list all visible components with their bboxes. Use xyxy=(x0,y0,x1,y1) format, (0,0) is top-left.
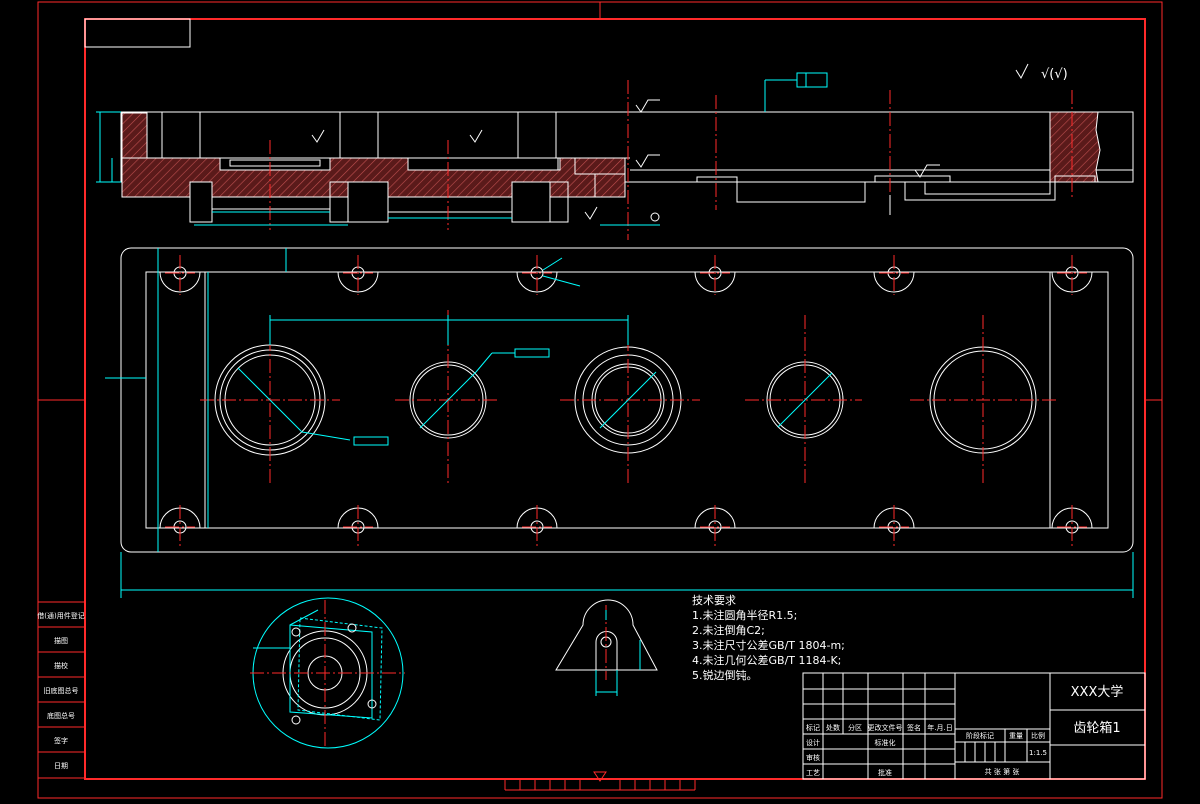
side-stamp-label: 日期 xyxy=(54,762,68,770)
sheet-info: 共 张 第 张 xyxy=(985,767,1020,776)
side-stamp-label: 描图 xyxy=(54,636,68,645)
flange-view xyxy=(250,597,405,749)
lug-detail-view xyxy=(555,599,658,696)
approve-label: 批准 xyxy=(878,768,892,777)
surface-finish-text: √(√) xyxy=(1041,67,1068,82)
drawing-number-box xyxy=(84,18,191,48)
general-surface-finish-symbol: √(√) xyxy=(1015,63,1068,82)
rev-header: 分区 xyxy=(848,723,862,732)
rev-header: 处数 xyxy=(826,723,840,732)
role-label: 审核 xyxy=(806,753,820,762)
tech-req-item: 2.未注倒角C2; xyxy=(692,623,765,637)
side-stamp-label: 底图总号 xyxy=(47,711,75,720)
scale-value: 1:1.5 xyxy=(1029,749,1047,757)
weight-label: 重量 xyxy=(1009,732,1023,740)
rev-header: 签名 xyxy=(907,723,921,732)
tech-req-item: 5.锐边倒钝。 xyxy=(692,668,758,682)
rev-header: 标记 xyxy=(806,723,820,732)
std-label: 标准化 xyxy=(875,738,896,747)
bottom-ruler xyxy=(504,771,696,791)
drawing-name: 齿轮箱1 xyxy=(1073,720,1120,736)
tech-requirements: 技术要求 1.未注圆角半径R1.5; 2.未注倒角C2; 3.未注尺寸公差GB/… xyxy=(692,594,845,682)
side-stamp-label: 签字 xyxy=(54,736,68,745)
side-stamp-label: 借(通)用件登记 xyxy=(37,611,84,620)
side-stamp: 借(通)用件登记 描图 描校 旧底图总号 底图总号 签字 日期 xyxy=(37,601,86,779)
role-label: 工艺 xyxy=(806,769,820,777)
side-stamp-label: 旧底图总号 xyxy=(44,686,79,695)
plan-view xyxy=(105,247,1134,598)
tech-req-item: 3.未注尺寸公差GB/T 1804-m; xyxy=(692,638,845,652)
side-stamp-label: 描校 xyxy=(54,661,68,670)
inner-frame xyxy=(84,18,1146,780)
school-name: XXX大学 xyxy=(1071,684,1124,700)
rev-header: 年.月.日 xyxy=(927,723,952,732)
rev-header: 更改文件号 xyxy=(868,723,903,732)
title-block: 标记 处数 分区 更改文件号 签名 年.月.日 设计 审核 工艺 标准化 批准 … xyxy=(802,672,1146,780)
tech-req-heading: 技术要求 xyxy=(692,594,736,607)
role-label: 设计 xyxy=(806,738,820,747)
section-view xyxy=(96,72,1134,240)
tech-req-item: 1.未注圆角半径R1.5; xyxy=(692,608,797,622)
stage-label: 阶段标记 xyxy=(966,731,994,740)
scale-label: 比例 xyxy=(1031,731,1045,740)
tech-req-item: 4.未注几何公差GB/T 1184-K; xyxy=(692,653,841,667)
